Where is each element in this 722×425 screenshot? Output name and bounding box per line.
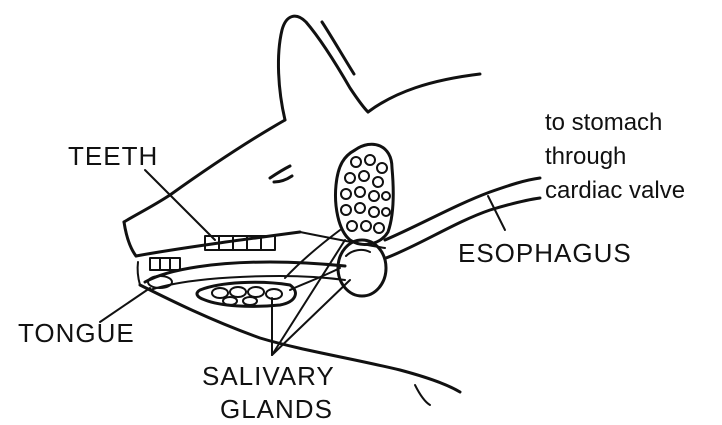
label-stomach-line2: through: [545, 143, 626, 170]
pig-head-outline: [124, 16, 480, 405]
eye-icon: [270, 166, 292, 182]
label-stomach-line3: cardiac valve: [545, 177, 685, 204]
label-tongue: TONGUE: [18, 318, 135, 348]
label-salivary-line2: GLANDS: [220, 394, 333, 424]
label-esophagus: ESOPHAGUS: [458, 238, 632, 268]
salivary-glands: [197, 144, 393, 306]
label-stomach-line1: to stomach: [545, 109, 662, 136]
label-teeth: TEETH: [68, 141, 158, 171]
label-salivary-line1: SALIVARY: [202, 361, 335, 391]
